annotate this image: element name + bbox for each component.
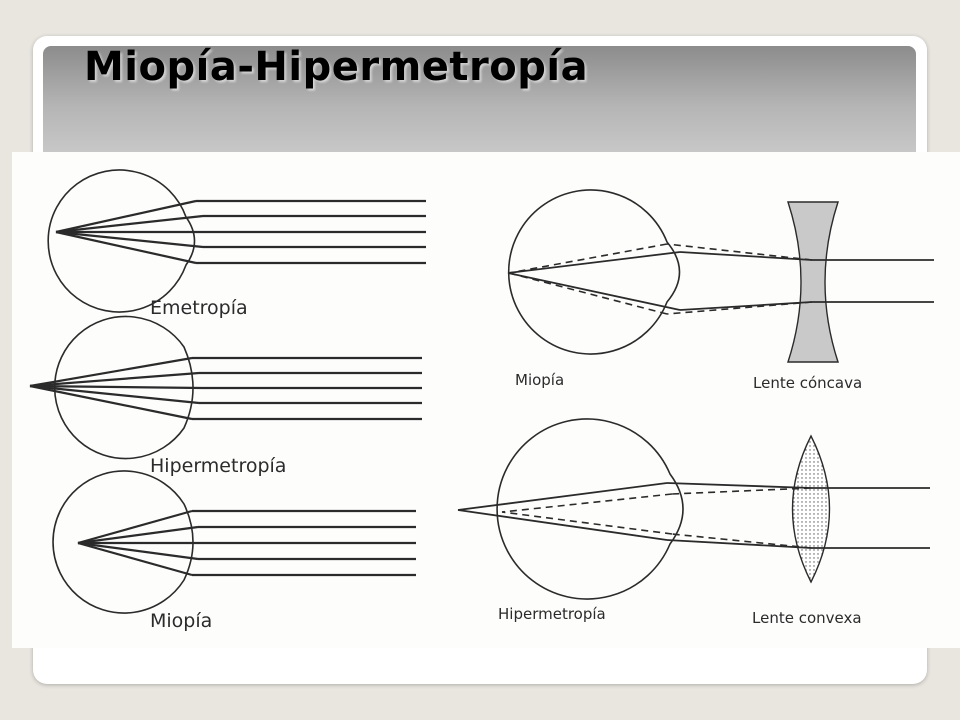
label-emmetropia: Emetropía	[150, 297, 248, 319]
label-hyperopia-right: Hipermetropía	[498, 605, 606, 623]
slide-title: Miopía-Hipermetropía	[84, 44, 589, 90]
eye-diagram-figure: Emetropía Hipermetropía	[12, 152, 960, 648]
label-myopia-right: Miopía	[515, 371, 564, 389]
myopia-corrected-rays	[508, 243, 813, 315]
convex-lens	[791, 434, 831, 584]
eye-diagram-svg: Emetropía Hipermetropía	[29, 169, 934, 632]
label-concave-lens: Lente cóncava	[753, 374, 862, 392]
label-hyperopia-left: Hipermetropía	[150, 455, 286, 477]
concave-lens	[787, 201, 839, 363]
hyperopia-correction-rays	[457, 482, 930, 549]
myopia-correction-rays	[507, 251, 934, 311]
label-convex-lens: Lente convexa	[752, 609, 862, 627]
myopia-eye-right	[507, 189, 681, 355]
emmetropia-rays	[55, 199, 426, 265]
emmetropia-eye	[47, 169, 196, 313]
hyperopia-rays-left	[29, 356, 422, 421]
hyperopia-eye-left	[53, 315, 194, 460]
myopia-rays-left	[77, 509, 416, 577]
hyperopia-eye-right	[496, 418, 684, 600]
label-myopia-left: Miopía	[150, 610, 212, 632]
hyperopia-corrected-rays	[501, 487, 812, 549]
title-band	[43, 46, 916, 156]
myopia-eye-left	[52, 470, 194, 614]
